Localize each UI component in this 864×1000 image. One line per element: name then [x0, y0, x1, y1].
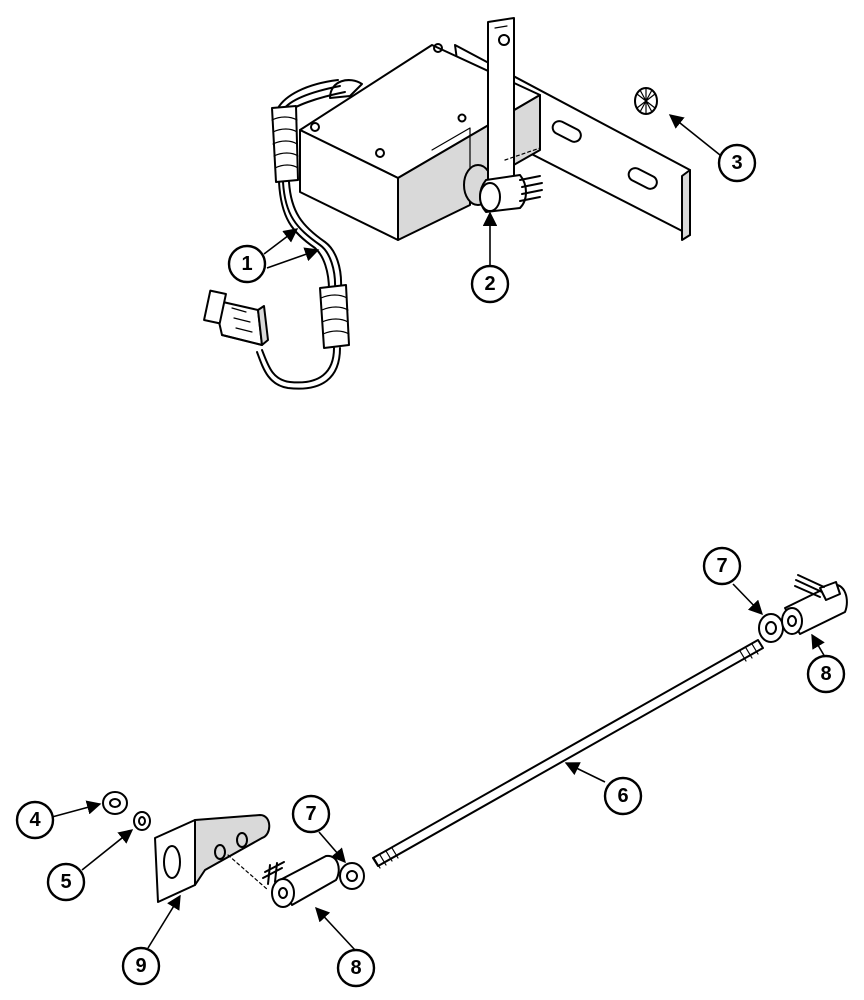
callouts: 1 2 3 4 5 6 7 7: [15, 143, 846, 988]
leader-6: [564, 762, 606, 783]
leader-1b: [266, 247, 320, 269]
leader-5: [81, 829, 134, 871]
callout-7-lower-label: 7: [305, 803, 316, 825]
callout-4: 4: [15, 800, 55, 840]
leader-7a: [732, 583, 764, 616]
callout-2: 2: [470, 264, 510, 304]
leader-8a: [811, 633, 826, 658]
leader-7b: [318, 831, 346, 864]
jam-nut-lower: [339, 862, 365, 890]
callout-8-upper: 8: [806, 654, 846, 694]
callout-6-label: 6: [617, 785, 628, 807]
leader-1a: [263, 228, 299, 255]
leader-3: [668, 114, 721, 156]
callout-4-label: 4: [29, 809, 41, 831]
callout-8-lower: 8: [336, 948, 376, 988]
callout-1-label: 1: [241, 253, 252, 275]
callout-1: 1: [227, 244, 267, 284]
angle-bracket: [154, 814, 271, 903]
actuator-assembly: [203, 17, 691, 390]
callout-2-label: 2: [484, 273, 495, 295]
rod-end-lower: [262, 854, 340, 908]
callout-3-label: 3: [731, 152, 742, 174]
callout-9: 9: [121, 946, 161, 986]
leader-4: [51, 800, 102, 818]
linkage-rod: [372, 639, 764, 869]
callout-7-upper: 7: [702, 546, 742, 586]
wiring-harness: [203, 79, 350, 390]
callout-8-lower-label: 8: [350, 957, 361, 979]
ball-joint-stud: [479, 147, 543, 213]
lever-arm: [463, 17, 515, 206]
callout-5-label: 5: [60, 871, 71, 893]
leader-8b: [315, 906, 356, 951]
jam-nut-upper: [758, 613, 784, 643]
callout-7-upper-label: 7: [716, 555, 727, 577]
callout-8-upper-label: 8: [820, 663, 831, 685]
nut: [102, 791, 128, 815]
callout-5: 5: [46, 862, 86, 902]
linkage-assembly: [102, 574, 848, 908]
callout-9-label: 9: [135, 955, 146, 977]
rod-end-upper: [781, 574, 848, 635]
locknut: [634, 87, 658, 115]
leader-lines: [51, 114, 826, 951]
lock-washer: [133, 811, 151, 831]
callout-6: 6: [603, 776, 643, 816]
callout-7-lower: 7: [291, 794, 331, 834]
callout-3: 3: [717, 143, 757, 183]
leader-9: [147, 894, 181, 949]
